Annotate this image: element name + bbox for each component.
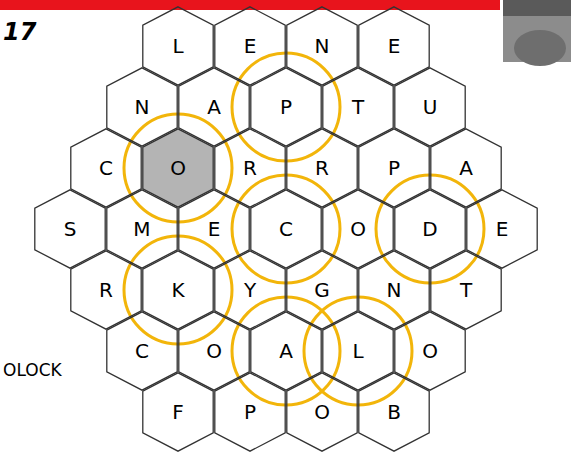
- hex-shape: [143, 373, 213, 451]
- hex-letter: O: [350, 219, 366, 239]
- hex-letter: A: [459, 158, 473, 178]
- hex-letter: F: [172, 402, 184, 422]
- hex-letter: N: [135, 97, 150, 117]
- hex-letter: L: [352, 341, 363, 361]
- hex-letter: K: [171, 280, 184, 300]
- header-bar: [0, 0, 500, 10]
- hex-letter: U: [423, 97, 438, 117]
- hex-letter: P: [244, 402, 256, 422]
- hex-letter: R: [99, 280, 113, 300]
- hex-letter: P: [388, 158, 400, 178]
- photo-figure: [514, 30, 566, 66]
- hex-letter: Y: [244, 280, 256, 300]
- hex-letter: S: [64, 219, 77, 239]
- hex-letter: T: [460, 280, 472, 300]
- highlight-circle: [376, 175, 484, 283]
- hex-letter: B: [387, 402, 401, 422]
- highlight-circles: [124, 53, 484, 405]
- highlight-circle: [124, 114, 232, 222]
- hex-letter: O: [422, 341, 438, 361]
- hex-letter: O: [170, 158, 186, 178]
- hex-shape: [287, 373, 357, 451]
- hex-letter: N: [315, 36, 330, 56]
- page-number: 17: [3, 18, 36, 46]
- letter-hex: P: [214, 372, 286, 452]
- portrait-photo: [503, 0, 571, 66]
- highlight-circle: [232, 53, 340, 161]
- hex-letter: C: [99, 158, 113, 178]
- hex-letter: R: [315, 158, 329, 178]
- letter-hex: O: [286, 372, 358, 452]
- hex-letter: E: [208, 219, 221, 239]
- letter-hex: F: [142, 372, 214, 452]
- hex-letter: L: [172, 36, 183, 56]
- hex-letter: E: [496, 219, 509, 239]
- letter-hex: B: [358, 372, 430, 452]
- hex-letter: T: [352, 97, 364, 117]
- photo-shade: [503, 0, 571, 16]
- hex-letter: G: [314, 280, 330, 300]
- highlight-circle: [232, 297, 340, 405]
- highlight-circle: [304, 297, 412, 405]
- hex-shape: [359, 373, 429, 451]
- hex-letter: A: [279, 341, 293, 361]
- hex-shape: [215, 373, 285, 451]
- hex-letter: E: [244, 36, 257, 56]
- hex-letter: D: [422, 219, 437, 239]
- hex-letter: N: [387, 280, 402, 300]
- highlight-circle: [232, 175, 340, 283]
- hex-letter: O: [314, 402, 330, 422]
- hex-letter: O: [206, 341, 222, 361]
- hex-letter: E: [388, 36, 401, 56]
- hex-letter: C: [135, 341, 149, 361]
- highlight-circle: [124, 236, 232, 344]
- hex-letter: C: [279, 219, 293, 239]
- hex-letter: R: [243, 158, 257, 178]
- hex-letter: M: [133, 219, 150, 239]
- answer-fragment: OLOCK: [3, 360, 62, 380]
- hex-letter: A: [207, 97, 221, 117]
- hex-letter: P: [280, 97, 292, 117]
